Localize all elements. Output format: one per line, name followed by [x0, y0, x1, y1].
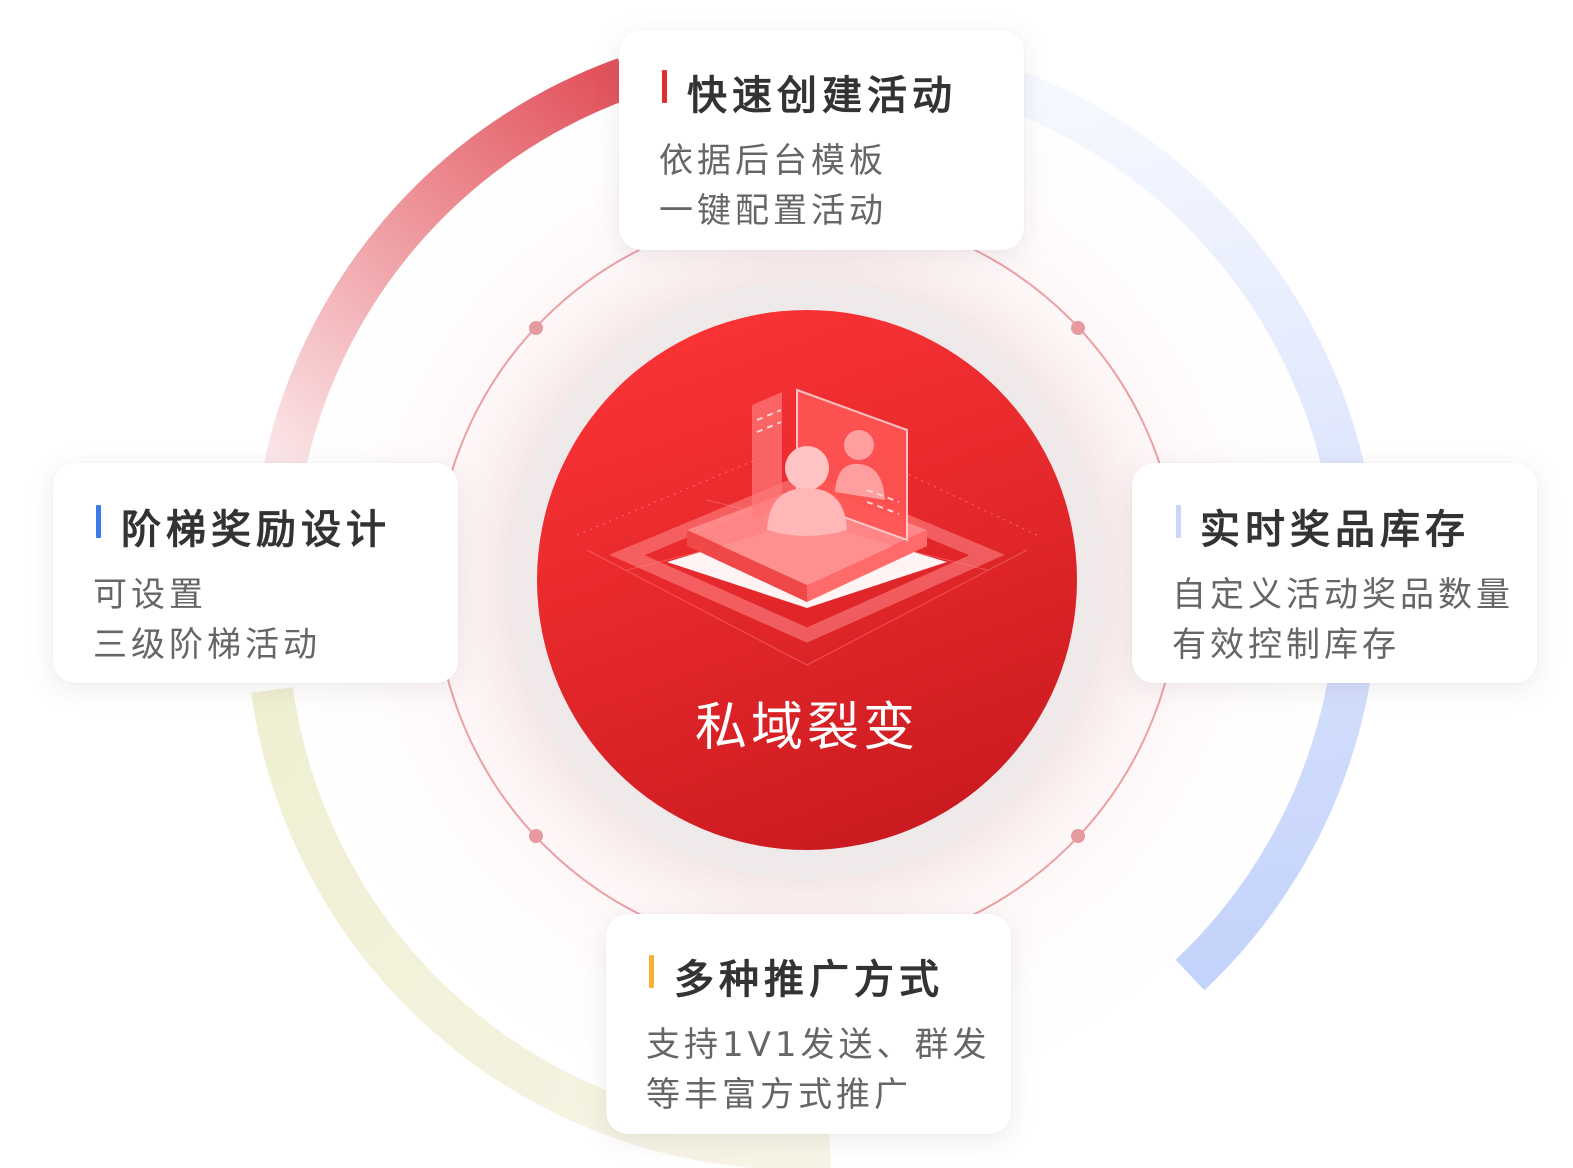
feature-card-quick-create: 快速创建活动 依据后台模板 一键配置活动	[619, 30, 1024, 250]
card-title: 多种推广方式	[674, 957, 944, 1003]
accent-bar	[96, 505, 101, 538]
card-title: 实时奖品库存	[1200, 507, 1470, 553]
card-title: 阶梯奖励设计	[121, 507, 391, 553]
feature-card-prize-stock: 实时奖品库存 自定义活动奖品数量 有效控制库存	[1132, 463, 1537, 683]
card-desc-line: 可设置	[93, 575, 207, 615]
feature-card-tier-rewards: 阶梯奖励设计 可设置 三级阶梯活动	[53, 463, 458, 683]
ring-dot	[1071, 829, 1085, 843]
card-desc-line: 支持1V1发送、群发	[646, 1025, 991, 1065]
card-desc-line: 等丰富方式推广	[646, 1075, 912, 1115]
center-hub: 私域裂变	[537, 310, 1077, 850]
card-title: 快速创建活动	[687, 73, 957, 119]
accent-bar	[662, 70, 667, 103]
card-desc-line: 有效控制库存	[1172, 625, 1400, 665]
card-desc-line: 一键配置活动	[659, 191, 887, 231]
feature-card-promotion: 多种推广方式 支持1V1发送、群发 等丰富方式推广	[606, 914, 1011, 1134]
center-title: 私域裂变	[694, 698, 919, 758]
accent-bar	[649, 955, 654, 988]
ring-dot	[1071, 321, 1085, 335]
card-desc-line: 依据后台模板	[659, 141, 887, 181]
outer-arc-yellow	[251, 687, 832, 1168]
ring-dot	[529, 829, 543, 843]
card-desc-line: 三级阶梯活动	[93, 625, 321, 665]
card-desc-line: 自定义活动奖品数量	[1172, 575, 1514, 615]
outer-arc-red	[261, 58, 633, 484]
user-profile-platform-icon	[576, 388, 1038, 666]
accent-bar	[1176, 505, 1181, 538]
ring-dot	[529, 321, 543, 335]
